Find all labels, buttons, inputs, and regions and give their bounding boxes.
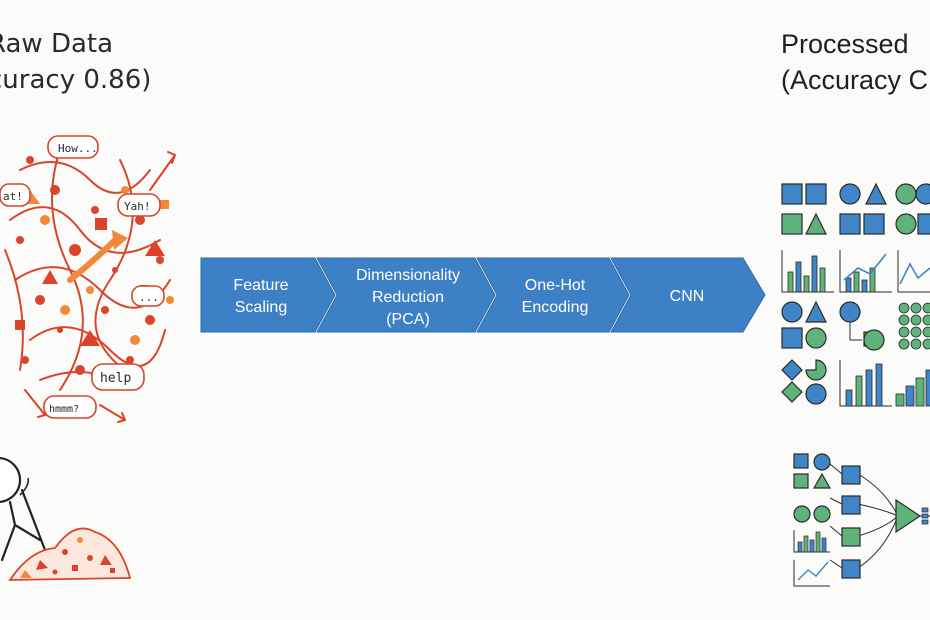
pipeline-step-3-line2: Encoding	[522, 299, 589, 316]
feature-network-diagram	[793, 453, 930, 587]
processed-data-title-line1: Processed	[781, 29, 909, 59]
raw-data-title-line1: Raw Data	[0, 29, 114, 59]
bubble-help: help	[100, 371, 131, 386]
processed-data-title-line2: (Accuracy C	[781, 65, 929, 95]
pipeline-step-3-line1: One-Hot	[525, 277, 586, 294]
processed-data-grid-illustration	[781, 182, 930, 407]
bubble-what: at!	[3, 190, 23, 203]
bubble-hmm: hmmm?	[49, 404, 79, 415]
bubble-yah: Yah!	[124, 200, 151, 213]
pipeline-step-cnn: CNN	[610, 257, 766, 333]
raw-data-chaos-illustration: How... at! Yah! ... help hmmm?	[0, 135, 177, 423]
pipeline-step-4-line1: CNN	[670, 288, 705, 305]
bubble-how: How...	[58, 142, 98, 155]
pipeline-step-2-line3: (PCA)	[386, 311, 430, 328]
pipeline-step-2-line1: Dimensionality	[356, 267, 460, 284]
pipeline-step-2-line2: Reduction	[372, 289, 444, 306]
pipeline-step-feature-scaling: Feature Scaling	[200, 257, 336, 333]
stick-figure-digging-icon	[0, 456, 132, 581]
pipeline-step-dimensionality-reduction: Dimensionality Reduction (PCA)	[316, 257, 496, 333]
pipeline-step-1-line2: Scaling	[235, 299, 287, 316]
pipeline: Feature Scaling Dimensionality Reduction…	[200, 257, 766, 333]
bubble-dots: ...	[139, 291, 159, 304]
pipeline-step-1-line1: Feature	[233, 277, 288, 294]
processed-data-title: Processed (Accuracy C	[781, 26, 928, 98]
pipeline-step-one-hot-encoding: One-Hot Encoding	[476, 257, 630, 333]
raw-data-title: Raw Data curacy 0.86)	[0, 26, 151, 98]
raw-data-title-line2: curacy 0.86)	[0, 65, 152, 95]
